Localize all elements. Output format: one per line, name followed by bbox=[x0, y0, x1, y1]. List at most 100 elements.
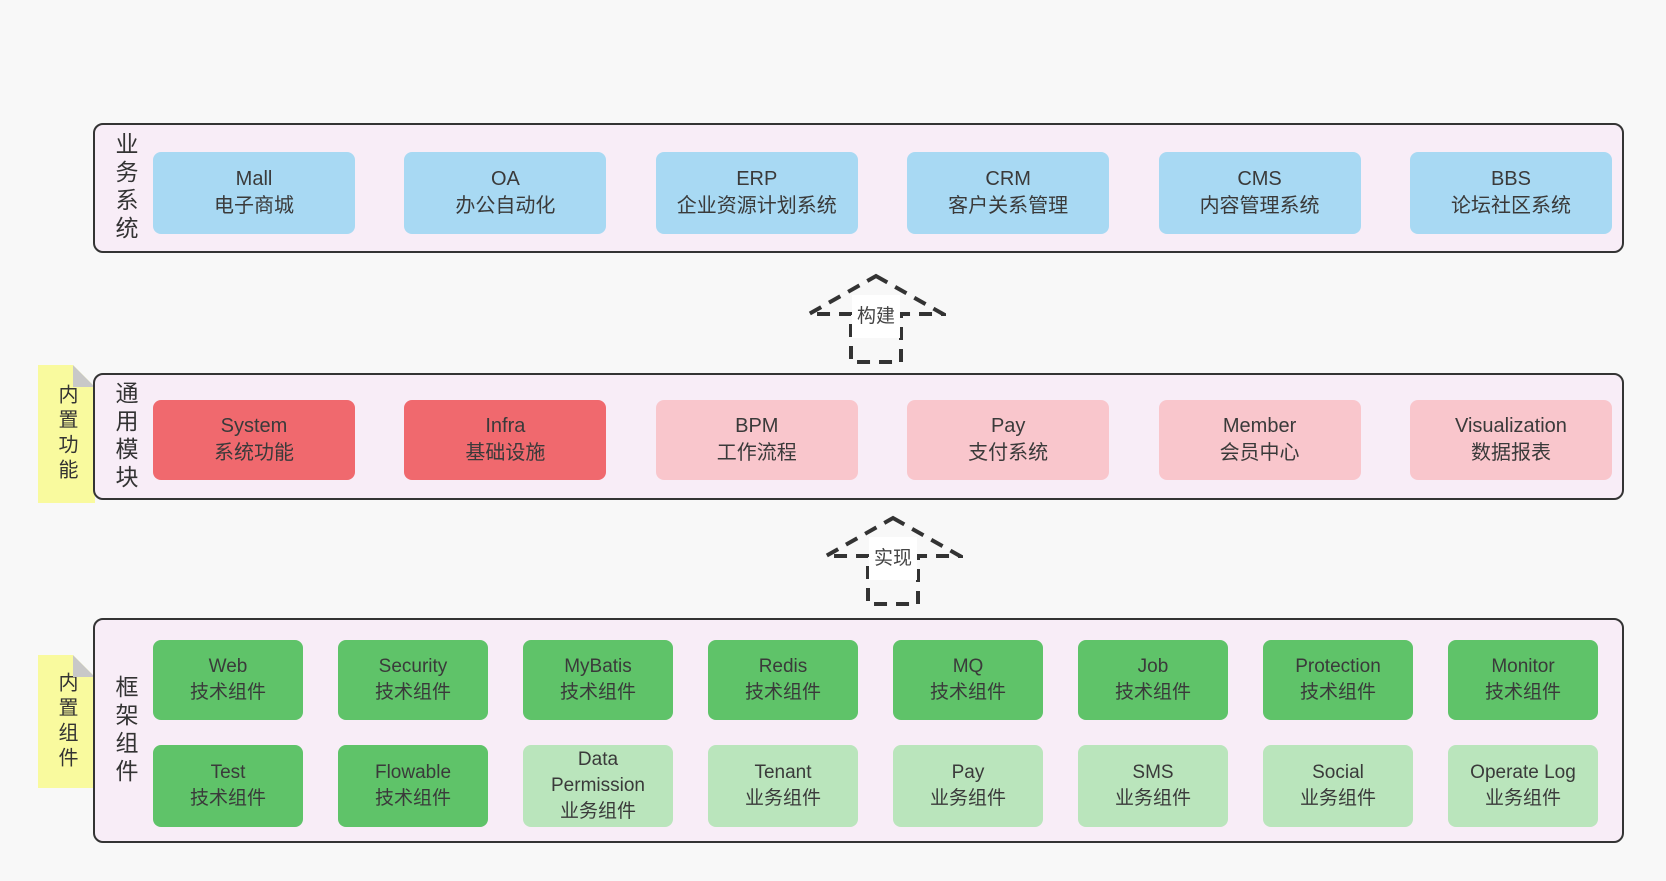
panel-title-components: 框架组件 bbox=[112, 674, 138, 787]
box-name: SMS bbox=[1132, 762, 1174, 783]
box-desc: 技术组件 bbox=[1299, 682, 1376, 703]
box-name: Web bbox=[208, 656, 248, 677]
box-desc: 业务组件 bbox=[1484, 788, 1561, 809]
panel-title-business: 业务系统 bbox=[112, 132, 138, 244]
business-box-row: Mall 电子商城 OA 办公自动化 ERP 企业资源计划系统 CRM 客户关系… bbox=[153, 152, 1612, 234]
box-desc: 会员中心 bbox=[1219, 442, 1300, 464]
box-name: OA bbox=[490, 168, 520, 190]
box-desc: 数据报表 bbox=[1470, 442, 1551, 464]
box-desc: 业务组件 bbox=[559, 801, 636, 822]
box-flowable: Flowable 技术组件 bbox=[338, 745, 488, 827]
arrow-implement: 实现 bbox=[823, 515, 963, 607]
box-security: Security 技术组件 bbox=[338, 640, 488, 720]
sticky-note-built-in-features: 内置功能 bbox=[38, 365, 95, 503]
box-name: BPM bbox=[735, 415, 779, 437]
box-name: Monitor bbox=[1491, 656, 1555, 677]
box-desc: 技术组件 bbox=[374, 682, 451, 703]
box-data-permission: Data Permission 业务组件 bbox=[523, 745, 673, 827]
box-name: Pay bbox=[951, 762, 985, 783]
box-mq: MQ 技术组件 bbox=[893, 640, 1043, 720]
box-name: Flowable bbox=[374, 762, 452, 783]
box-oa: OA 办公自动化 bbox=[404, 152, 607, 234]
box-system: System 系统功能 bbox=[153, 400, 355, 480]
box-name: Member bbox=[1222, 415, 1297, 437]
box-tenant: Tenant 业务组件 bbox=[708, 745, 858, 827]
box-name: Job bbox=[1137, 656, 1169, 677]
box-desc: 业务组件 bbox=[1299, 788, 1376, 809]
box-test: Test 技术组件 bbox=[153, 745, 303, 827]
box-name: MQ bbox=[952, 656, 984, 677]
box-name: System bbox=[220, 415, 288, 437]
box-desc: 企业资源计划系统 bbox=[676, 195, 837, 217]
box-name: Data Permission bbox=[551, 749, 645, 796]
box-desc: 工作流程 bbox=[716, 442, 797, 464]
box-crm: CRM 客户关系管理 bbox=[907, 152, 1110, 234]
box-name: Pay bbox=[990, 415, 1026, 437]
box-infra: Infra 基础设施 bbox=[404, 400, 607, 480]
box-desc: 基础设施 bbox=[465, 442, 546, 464]
box-desc: 技术组件 bbox=[189, 682, 266, 703]
box-job: Job 技术组件 bbox=[1078, 640, 1228, 720]
box-name: Operate Log bbox=[1470, 762, 1576, 783]
box-sms: SMS 业务组件 bbox=[1078, 745, 1228, 827]
box-desc: 系统功能 bbox=[214, 442, 294, 464]
box-name: Protection bbox=[1295, 656, 1381, 677]
box-desc: 技术组件 bbox=[559, 682, 636, 703]
box-desc: 技术组件 bbox=[189, 788, 266, 809]
box-name: Social bbox=[1312, 762, 1364, 783]
box-name: CRM bbox=[985, 168, 1031, 190]
box-desc: 业务组件 bbox=[744, 788, 821, 809]
box-cms: CMS 内容管理系统 bbox=[1158, 152, 1361, 234]
box-monitor: Monitor 技术组件 bbox=[1448, 640, 1598, 720]
box-name: MyBatis bbox=[564, 656, 632, 677]
box-erp: ERP 企业资源计划系统 bbox=[655, 152, 858, 234]
box-protection: Protection 技术组件 bbox=[1263, 640, 1413, 720]
box-name: Mall bbox=[235, 168, 273, 190]
sticky-note-built-in-components: 内置组件 bbox=[38, 655, 95, 788]
box-name: BBS bbox=[1490, 168, 1531, 190]
components-box-row-1: Web 技术组件 Security 技术组件 MyBatis 技术组件 Redi… bbox=[153, 640, 1598, 720]
box-bpm: BPM 工作流程 bbox=[655, 400, 858, 480]
box-mall: Mall 电子商城 bbox=[153, 152, 355, 234]
box-desc: 技术组件 bbox=[1484, 682, 1561, 703]
box-desc: 技术组件 bbox=[1114, 682, 1191, 703]
box-name: Infra bbox=[485, 415, 526, 437]
box-name: Tenant bbox=[754, 762, 812, 783]
box-desc: 业务组件 bbox=[1114, 788, 1191, 809]
components-box-row-2: Test 技术组件 Flowable 技术组件 Data Permission … bbox=[153, 745, 1598, 827]
box-desc: 技术组件 bbox=[744, 682, 821, 703]
modules-box-row: System 系统功能 Infra 基础设施 BPM 工作流程 Pay 支付系统… bbox=[153, 400, 1612, 480]
box-pay-module: Pay 支付系统 bbox=[907, 400, 1110, 480]
box-desc: 内容管理系统 bbox=[1199, 195, 1320, 217]
box-mybatis: MyBatis 技术组件 bbox=[523, 640, 673, 720]
box-name: Visualization bbox=[1454, 415, 1567, 437]
note-fold-corner-icon bbox=[73, 365, 95, 387]
box-social: Social 业务组件 bbox=[1263, 745, 1413, 827]
note-fold-corner-icon bbox=[73, 655, 95, 677]
box-desc: 技术组件 bbox=[374, 788, 451, 809]
box-desc: 技术组件 bbox=[929, 682, 1006, 703]
box-desc: 业务组件 bbox=[929, 788, 1006, 809]
box-name: ERP bbox=[736, 168, 778, 190]
note-label: 内置功能 bbox=[55, 384, 77, 484]
panel-common-modules: 通用模块 System 系统功能 Infra 基础设施 BPM 工作流程 Pay… bbox=[93, 373, 1624, 500]
box-operate-log: Operate Log 业务组件 bbox=[1448, 745, 1598, 827]
box-name: Security bbox=[378, 656, 448, 677]
box-name: Test bbox=[210, 762, 246, 783]
box-desc: 办公自动化 bbox=[455, 195, 556, 217]
box-name: CMS bbox=[1237, 168, 1282, 190]
box-desc: 电子商城 bbox=[214, 195, 294, 217]
box-desc: 论坛社区系统 bbox=[1450, 195, 1571, 217]
box-visualization: Visualization 数据报表 bbox=[1409, 400, 1612, 480]
box-member: Member 会员中心 bbox=[1158, 400, 1361, 480]
box-desc: 客户关系管理 bbox=[948, 195, 1069, 217]
panel-business-systems: 业务系统 Mall 电子商城 OA 办公自动化 ERP 企业资源计划系统 CRM… bbox=[93, 123, 1624, 253]
arrow-implement-label: 实现 bbox=[868, 537, 918, 580]
box-web: Web 技术组件 bbox=[153, 640, 303, 720]
box-redis: Redis 技术组件 bbox=[708, 640, 858, 720]
box-bbs: BBS 论坛社区系统 bbox=[1409, 152, 1612, 234]
panel-framework-components: 框架组件 Web 技术组件 Security 技术组件 MyBatis 技术组件… bbox=[93, 618, 1624, 843]
box-name: Redis bbox=[758, 656, 808, 677]
note-label: 内置组件 bbox=[55, 671, 77, 772]
